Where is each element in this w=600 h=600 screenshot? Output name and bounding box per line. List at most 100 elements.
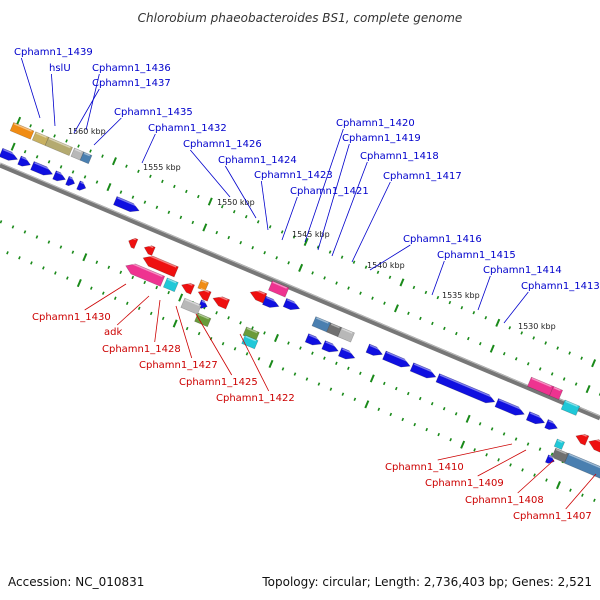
reverse-gene-label[interactable]: Cphamn1_1410 bbox=[385, 462, 464, 473]
gene-feature[interactable] bbox=[549, 385, 564, 400]
scale-tick bbox=[197, 194, 200, 199]
gene-feature[interactable] bbox=[409, 362, 437, 381]
gene-feature[interactable] bbox=[544, 419, 560, 432]
forward-gene-leader bbox=[93, 117, 122, 146]
scale-tick bbox=[497, 458, 500, 462]
gene-feature[interactable] bbox=[527, 376, 554, 397]
gene-feature[interactable] bbox=[143, 243, 156, 256]
gene-feature[interactable] bbox=[337, 327, 355, 343]
gene-feature[interactable] bbox=[211, 294, 231, 310]
gene-feature[interactable] bbox=[141, 253, 179, 278]
forward-gene-label[interactable]: Cphamn1_1439 bbox=[14, 47, 93, 58]
gene-feature[interactable] bbox=[196, 287, 212, 302]
gene-feature[interactable] bbox=[30, 161, 55, 178]
reverse-gene-label[interactable]: Cphamn1_1409 bbox=[425, 478, 504, 489]
gene-feature[interactable] bbox=[311, 316, 331, 333]
forward-gene-label[interactable]: hslU bbox=[49, 63, 71, 74]
forward-gene-label[interactable]: Cphamn1_1417 bbox=[383, 171, 462, 182]
forward-gene-label[interactable]: Cphamn1_1419 bbox=[342, 133, 421, 144]
scale-tick bbox=[280, 230, 284, 234]
scale-tick bbox=[478, 341, 482, 346]
forward-gene-label[interactable]: Cphamn1_1413 bbox=[521, 281, 600, 292]
scale-tick bbox=[143, 280, 147, 285]
forward-gene-label[interactable]: Cphamn1_1415 bbox=[437, 250, 516, 261]
reverse-gene-label[interactable]: Cphamn1_1425 bbox=[179, 377, 258, 388]
reverse-gene-label[interactable]: Cphamn1_1427 bbox=[139, 360, 218, 371]
gene-feature[interactable] bbox=[326, 322, 343, 338]
scale-tick bbox=[71, 250, 75, 254]
forward-gene-label[interactable]: Cphamn1_1420 bbox=[336, 118, 415, 129]
scale-tick bbox=[137, 306, 141, 311]
gene-feature[interactable] bbox=[0, 147, 19, 163]
gene-feature[interactable] bbox=[525, 411, 546, 427]
gene-feature[interactable] bbox=[435, 373, 497, 406]
gene-feature[interactable] bbox=[241, 334, 259, 350]
gene-feature[interactable] bbox=[321, 340, 340, 356]
reverse-gene-label[interactable]: adk bbox=[104, 327, 122, 338]
gene-feature[interactable] bbox=[127, 236, 139, 250]
gene-feature[interactable] bbox=[52, 170, 68, 184]
gene-feature[interactable] bbox=[268, 280, 290, 298]
reverse-gene-label[interactable]: Cphamn1_1430 bbox=[32, 312, 111, 323]
gene-feature[interactable] bbox=[382, 350, 412, 370]
forward-gene-label[interactable]: Cphamn1_1423 bbox=[254, 170, 333, 181]
scale-tick bbox=[47, 240, 51, 244]
scale-tick bbox=[82, 253, 88, 262]
gene-feature[interactable] bbox=[304, 333, 323, 349]
forward-gene-label[interactable]: Cphamn1_1435 bbox=[114, 107, 193, 118]
scale-tick bbox=[467, 336, 470, 341]
scale-tick bbox=[460, 305, 464, 310]
gene-feature[interactable] bbox=[17, 155, 33, 169]
forward-gene-leader bbox=[431, 260, 445, 296]
scale-tick bbox=[335, 361, 338, 365]
gene-feature[interactable] bbox=[76, 180, 88, 192]
forward-gene-label[interactable]: Cphamn1_1436 bbox=[92, 63, 171, 74]
gene-labels: Cphamn1_1439 hslU Cphamn1_1436Cphamn1_1437… bbox=[14, 47, 600, 522]
scale-tick bbox=[449, 437, 452, 442]
gene-feature[interactable] bbox=[262, 295, 280, 311]
forward-gene-label[interactable]: Cphamn1_1414 bbox=[483, 265, 562, 276]
forward-gene-leader bbox=[190, 149, 231, 198]
gene-feature[interactable] bbox=[282, 297, 301, 313]
forward-gene-label[interactable]: Cphamn1_1437 bbox=[92, 78, 171, 89]
reverse-gene-label[interactable]: Cphamn1_1422 bbox=[216, 393, 295, 404]
reverse-gene-label[interactable]: Cphamn1_1407 bbox=[513, 511, 592, 522]
forward-gene-label[interactable]: Cphamn1_1424 bbox=[218, 155, 297, 166]
gene-feature[interactable] bbox=[574, 431, 590, 446]
forward-gene-label[interactable]: Cphamn1_1432 bbox=[148, 123, 227, 134]
gene-feature[interactable] bbox=[551, 447, 569, 464]
reverse-gene-label[interactable]: Cphamn1_1408 bbox=[465, 495, 544, 506]
gene-feature[interactable] bbox=[560, 399, 581, 416]
scale-tick bbox=[167, 290, 171, 295]
gene-feature[interactable] bbox=[494, 398, 526, 418]
gene-feature[interactable] bbox=[180, 297, 202, 315]
scale-tick bbox=[388, 275, 392, 280]
gene-feature[interactable] bbox=[9, 122, 35, 140]
gene-feature[interactable] bbox=[553, 438, 566, 450]
reverse-gene-leader bbox=[517, 459, 555, 494]
gene-feature[interactable] bbox=[564, 452, 600, 482]
gene-feature[interactable] bbox=[70, 147, 85, 161]
scale-tick bbox=[251, 245, 255, 250]
forward-gene-label[interactable]: Cphamn1_1421 bbox=[290, 186, 369, 197]
gene-feature[interactable] bbox=[31, 131, 50, 146]
gene-feature[interactable] bbox=[180, 280, 195, 295]
gene-feature[interactable] bbox=[65, 175, 77, 187]
scale-tick bbox=[42, 266, 45, 270]
scale-tick bbox=[430, 401, 434, 406]
reverse-gene-label[interactable]: Cphamn1_1428 bbox=[102, 344, 181, 355]
gene-feature[interactable] bbox=[79, 151, 93, 165]
gene-feature[interactable] bbox=[113, 196, 140, 214]
gene-feature[interactable] bbox=[337, 347, 356, 363]
gene-feature[interactable] bbox=[194, 312, 212, 328]
gene-feature[interactable] bbox=[124, 261, 166, 287]
forward-gene-label[interactable]: Cphamn1_1416 bbox=[403, 234, 482, 245]
forward-gene-label[interactable]: Cphamn1_1426 bbox=[183, 139, 262, 150]
forward-gene-label[interactable]: Cphamn1_1418 bbox=[360, 151, 439, 162]
gene-feature[interactable] bbox=[162, 277, 179, 293]
scale-tick bbox=[412, 285, 416, 290]
gene-feature[interactable] bbox=[365, 343, 384, 359]
gene-feature[interactable] bbox=[44, 136, 73, 157]
gene-feature[interactable] bbox=[248, 288, 268, 304]
gene-feature[interactable] bbox=[587, 436, 600, 463]
